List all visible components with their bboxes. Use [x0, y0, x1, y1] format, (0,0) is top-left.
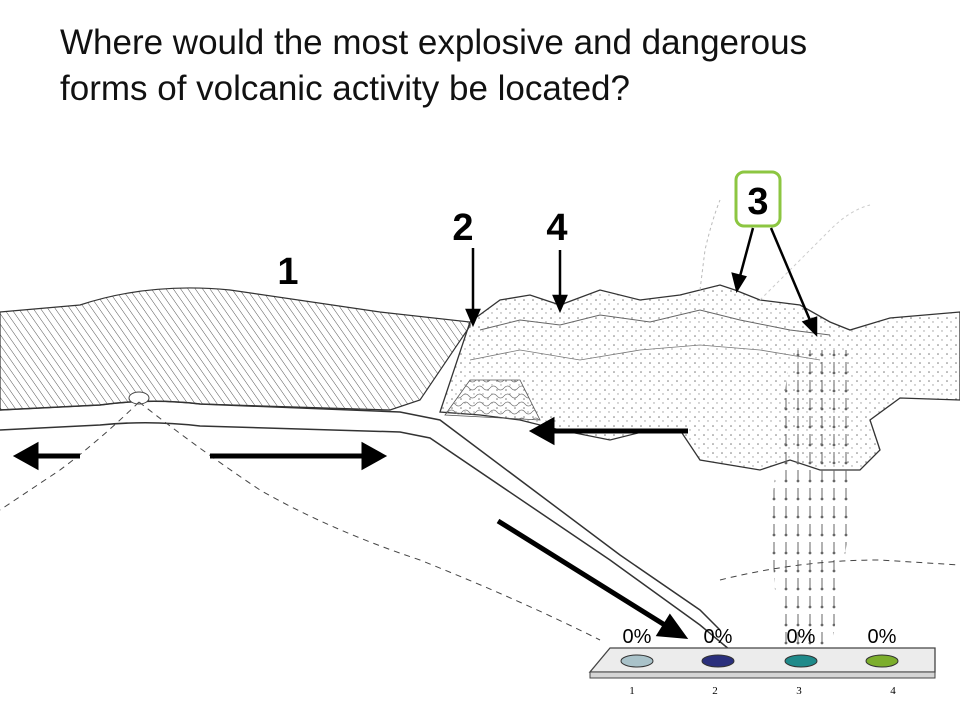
label-pointers — [465, 227, 818, 338]
poll-bar-4 — [865, 654, 899, 668]
magma-plume — [719, 350, 960, 660]
poll-percent-4: 0% — [868, 626, 897, 648]
label-4: 4 — [546, 207, 567, 249]
poll-percent-1: 0% — [623, 626, 652, 648]
answer-highlight-box — [734, 170, 782, 228]
poll-bar-1 — [620, 654, 654, 668]
poll-percent-2: 0% — [704, 626, 733, 648]
ridge-magma — [0, 391, 601, 641]
oceanic-plate — [0, 287, 731, 651]
poll-option-label-2: 2 — [712, 685, 718, 697]
poll-bar-3 — [784, 654, 818, 668]
question-text: Where would the most explosive and dange… — [60, 23, 808, 108]
poll-option-label-1: 1 — [629, 685, 635, 697]
continental-crust — [439, 199, 960, 471]
poll-option-label-4: 4 — [890, 685, 896, 697]
poll-percent-3: 0% — [787, 626, 816, 648]
label-3: 3 — [747, 181, 768, 223]
label-1: 1 — [277, 251, 298, 293]
plate-motion-arrows — [12, 416, 689, 639]
poll-results: 0% 0% 0% 0% 1 2 3 4 — [588, 626, 936, 697]
poll-bar-2 — [701, 654, 735, 668]
label-2: 2 — [452, 207, 473, 249]
poll-option-label-3: 3 — [796, 685, 802, 697]
